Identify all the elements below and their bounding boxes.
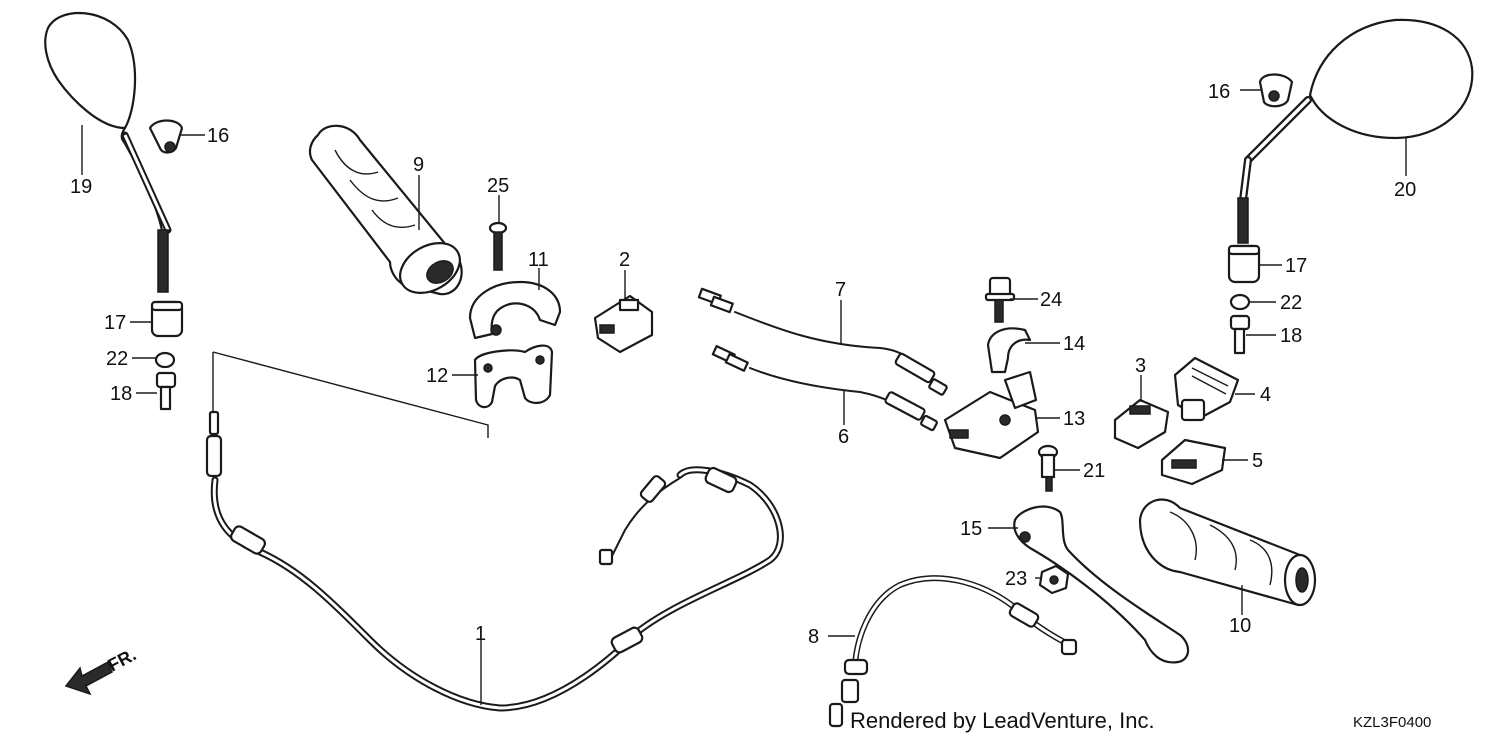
switch[interactable] — [593, 294, 654, 354]
callout-16-left: 16 — [207, 125, 229, 147]
callout-14: 14 — [1063, 333, 1085, 355]
left-mirror-cap[interactable] — [148, 119, 184, 154]
callout-23: 23 — [1005, 568, 1027, 590]
callout-10: 10 — [1229, 615, 1251, 637]
right-mirror[interactable] — [1237, 18, 1474, 244]
callout-7: 7 — [835, 279, 846, 301]
right-nut[interactable] — [1229, 293, 1251, 311]
lever-nut[interactable] — [1038, 564, 1070, 595]
callout-16-right: 16 — [1208, 81, 1230, 103]
callout-21: 21 — [1083, 460, 1105, 482]
callout-25: 25 — [487, 175, 509, 197]
right-mirror-adapter[interactable] — [1227, 244, 1261, 284]
callouts: 19 16 17 22 18 9 25 11 12 2 7 6 24 14 13… — [70, 81, 1416, 648]
callout-leaders — [81, 89, 1407, 705]
callout-18-left: 18 — [110, 383, 132, 405]
throttle-holder-upper[interactable] — [468, 280, 562, 340]
right-mirror-cap[interactable] — [1258, 73, 1294, 108]
left-nut[interactable] — [154, 351, 176, 369]
callout-19: 19 — [70, 176, 92, 198]
brake-lever[interactable] — [1013, 505, 1190, 664]
callout-9: 9 — [413, 154, 424, 176]
callout-5: 5 — [1252, 450, 1263, 472]
callout-2: 2 — [619, 249, 630, 271]
brake-light-switch[interactable] — [943, 370, 1040, 460]
callout-1: 1 — [475, 623, 486, 645]
callout-18-right: 18 — [1280, 325, 1302, 347]
left-grip[interactable] — [308, 124, 469, 303]
callout-15: 15 — [960, 518, 982, 540]
callout-6: 6 — [838, 426, 849, 448]
callout-13: 13 — [1063, 408, 1085, 430]
throttle-cable[interactable] — [205, 410, 784, 712]
turn-signal-switch[interactable] — [1160, 438, 1227, 486]
flange-bolt[interactable] — [984, 276, 1016, 323]
callout-20: 20 — [1394, 179, 1416, 201]
wire-harness-7[interactable] — [697, 287, 948, 396]
callout-11: 11 — [528, 249, 549, 271]
left-mirror[interactable] — [44, 11, 172, 293]
callout-8: 8 — [808, 626, 819, 648]
front-direction-arrow: FR. — [64, 644, 139, 696]
callout-22-left: 22 — [106, 348, 128, 370]
callout-17-right: 17 — [1285, 255, 1307, 277]
callout-4: 4 — [1260, 384, 1271, 406]
brake-cable[interactable] — [828, 575, 1078, 728]
wire-harness-6[interactable] — [711, 345, 938, 432]
left-mirror-adapter[interactable] — [150, 300, 184, 338]
callout-12: 12 — [426, 365, 448, 387]
right-bolt[interactable] — [1229, 314, 1251, 355]
callout-3: 3 — [1135, 355, 1146, 377]
starter-switch[interactable] — [1113, 398, 1170, 450]
credit-text: Rendered by LeadVenture, Inc. — [850, 708, 1155, 733]
bracket[interactable] — [986, 327, 1032, 374]
callout-17-left: 17 — [104, 312, 126, 334]
screw[interactable] — [488, 221, 508, 271]
callout-24: 24 — [1040, 289, 1062, 311]
diagram-code: KZL3F0400 — [1353, 714, 1432, 731]
right-grip[interactable] — [1138, 498, 1317, 607]
left-bolt[interactable] — [155, 371, 177, 411]
callout-22-right: 22 — [1280, 292, 1302, 314]
dimmer-switch[interactable] — [1173, 356, 1240, 422]
pivot-bolt[interactable] — [1037, 444, 1059, 492]
throttle-holder-lower[interactable] — [473, 344, 554, 409]
